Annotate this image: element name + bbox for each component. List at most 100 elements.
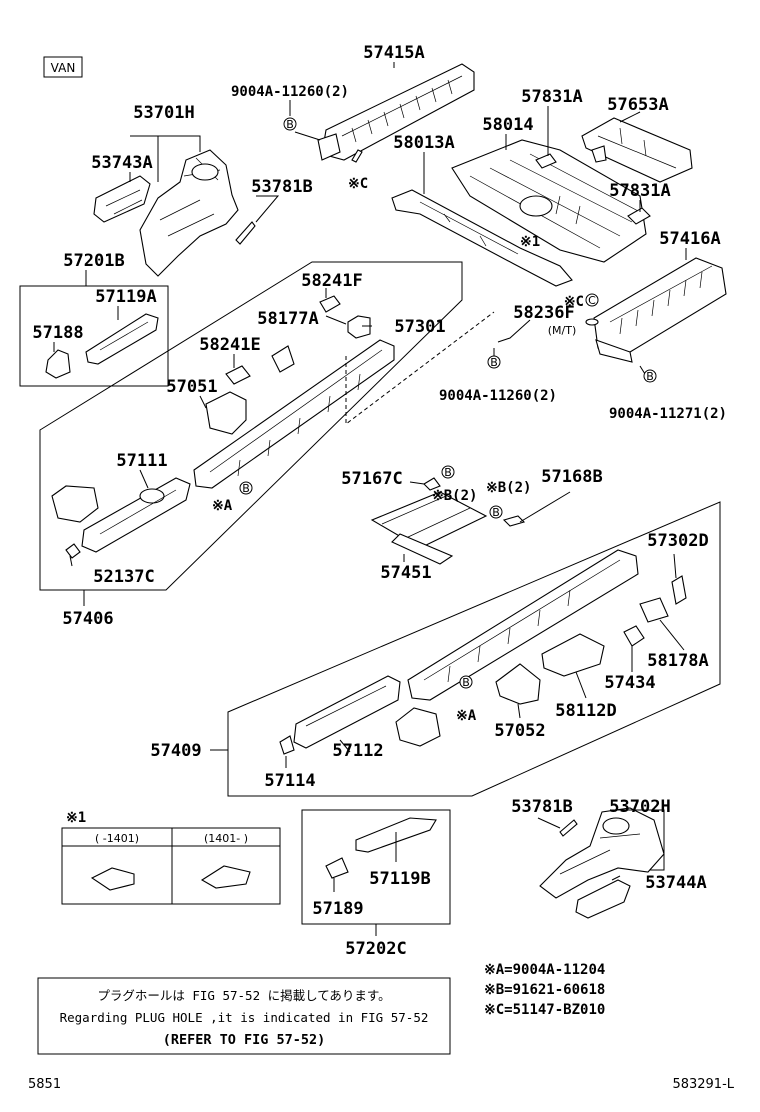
ref-c-top: ※C bbox=[348, 176, 368, 192]
part-58014[interactable] bbox=[451, 139, 647, 263]
footer-right: 583291-L bbox=[672, 1077, 734, 1092]
part-57653a[interactable] bbox=[581, 117, 693, 183]
ref-b2-left: ※B(2) bbox=[432, 488, 477, 504]
variant-badge: VAN bbox=[51, 61, 76, 75]
legend-c: ※C=51147-BZ010 bbox=[484, 1002, 605, 1018]
label-57168b: 57168B bbox=[541, 467, 602, 487]
inset-table-col1: ( -1401) bbox=[95, 832, 139, 845]
label-57201b: 57201B bbox=[63, 251, 124, 271]
part-57189[interactable] bbox=[325, 857, 349, 879]
part-left-bracket[interactable] bbox=[51, 485, 99, 523]
note-line-2: Regarding PLUG HOLE ,it is indicated in … bbox=[60, 1010, 429, 1025]
part-58112d[interactable] bbox=[541, 633, 605, 677]
footer-left: 5851 bbox=[28, 1077, 61, 1092]
group-57201b-box bbox=[19, 285, 169, 387]
label-58178a: 58178A bbox=[647, 651, 708, 671]
label-58013a: 58013A bbox=[393, 133, 454, 153]
part-57188[interactable] bbox=[45, 349, 71, 379]
marker-b-rail: B bbox=[643, 369, 657, 383]
label-57831a-top: 57831A bbox=[521, 87, 582, 107]
ref-a-left: ※A bbox=[212, 498, 233, 514]
label-58014: 58014 bbox=[482, 115, 533, 135]
ref-c-right: ※C bbox=[564, 294, 584, 310]
svg-text:C: C bbox=[588, 294, 596, 307]
part-57168b[interactable] bbox=[502, 515, 526, 527]
label-9004a-11260-mid: 9004A-11260(2) bbox=[439, 388, 557, 404]
label-57202c: 57202C bbox=[345, 939, 406, 959]
part-57831a-mid[interactable] bbox=[627, 207, 651, 225]
label-57406: 57406 bbox=[62, 609, 113, 629]
part-58177a[interactable] bbox=[271, 345, 295, 373]
part-side-member-left[interactable] bbox=[193, 339, 395, 489]
variant-badge-box bbox=[43, 56, 83, 78]
part-57111[interactable] bbox=[81, 477, 191, 553]
group-57409-outline bbox=[227, 501, 721, 797]
marker-b-57168b: B bbox=[489, 505, 503, 519]
label-53781b-top: 53781B bbox=[251, 177, 312, 197]
part-58013a[interactable] bbox=[391, 189, 573, 287]
part-53744a[interactable] bbox=[575, 879, 631, 919]
part-57415a[interactable] bbox=[317, 63, 475, 161]
svg-text:B: B bbox=[462, 676, 470, 689]
part-clip-c-top[interactable] bbox=[351, 149, 363, 163]
label-53702h: 53702H bbox=[609, 797, 670, 817]
svg-text:B: B bbox=[492, 506, 500, 519]
label-58241e: 58241E bbox=[199, 335, 260, 355]
label-57119a: 57119A bbox=[95, 287, 156, 307]
marker-b-57111: B bbox=[239, 481, 253, 495]
inset-table bbox=[61, 827, 281, 905]
part-57051[interactable] bbox=[205, 391, 247, 435]
marker-b-57409: B bbox=[459, 675, 473, 689]
inset-table-col2: (1401- ) bbox=[204, 832, 248, 845]
label-53744a: 53744A bbox=[645, 873, 706, 893]
part-58178a[interactable] bbox=[639, 597, 669, 623]
ref-b2-right: ※B(2) bbox=[486, 480, 531, 496]
label-mt: (M/T) bbox=[548, 324, 577, 337]
label-57051: 57051 bbox=[166, 377, 217, 397]
part-clip-c-right[interactable] bbox=[585, 318, 599, 326]
label-57167c: 57167C bbox=[341, 469, 402, 489]
part-57112[interactable] bbox=[293, 675, 401, 749]
label-58177a: 58177A bbox=[257, 309, 318, 329]
part-57302d[interactable] bbox=[671, 575, 687, 605]
part-58241f[interactable] bbox=[319, 295, 341, 313]
svg-text:B: B bbox=[242, 482, 250, 495]
part-53781b-bottom[interactable] bbox=[559, 819, 578, 837]
label-52137c: 52137C bbox=[93, 567, 154, 587]
part-57052[interactable] bbox=[495, 663, 541, 705]
group-57406-outline bbox=[39, 261, 463, 591]
legend-b: ※B=91621-60618 bbox=[484, 982, 605, 998]
marker-b-top: B bbox=[283, 117, 297, 131]
label-9004a-11271: 9004A-11271(2) bbox=[609, 406, 727, 422]
part-53743a[interactable] bbox=[93, 175, 151, 223]
part-57114[interactable] bbox=[279, 735, 295, 755]
marker-b-57167c: B bbox=[441, 465, 455, 479]
label-57052: 57052 bbox=[494, 721, 545, 741]
label-57653a: 57653A bbox=[607, 95, 668, 115]
part-side-member-right[interactable] bbox=[407, 549, 639, 701]
part-57831a-top[interactable] bbox=[535, 153, 557, 169]
part-53702h[interactable] bbox=[539, 807, 665, 899]
part-57409-bracket[interactable] bbox=[395, 707, 441, 747]
label-53743a: 53743A bbox=[91, 153, 152, 173]
part-57416a[interactable] bbox=[593, 257, 727, 363]
label-57189: 57189 bbox=[312, 899, 363, 919]
label-58236f: 58236F bbox=[513, 303, 574, 323]
part-53781b-top[interactable] bbox=[235, 221, 256, 245]
label-57451: 57451 bbox=[380, 563, 431, 583]
part-57434[interactable] bbox=[623, 625, 645, 647]
part-57301[interactable] bbox=[347, 315, 371, 339]
label-57301: 57301 bbox=[394, 317, 445, 337]
part-57451[interactable] bbox=[370, 491, 488, 565]
part-53701h[interactable] bbox=[139, 149, 239, 277]
part-58241e[interactable] bbox=[225, 365, 251, 385]
part-57167c[interactable] bbox=[423, 477, 441, 491]
part-52137c[interactable] bbox=[65, 543, 81, 559]
note-line-3: (REFER TO FIG 57-52) bbox=[163, 1032, 326, 1048]
label-57831a-mid: 57831A bbox=[609, 181, 670, 201]
label-57434: 57434 bbox=[604, 673, 655, 693]
ref-a-right: ※A bbox=[456, 708, 477, 724]
label-57112: 57112 bbox=[332, 741, 383, 761]
part-57119a[interactable] bbox=[85, 313, 159, 365]
